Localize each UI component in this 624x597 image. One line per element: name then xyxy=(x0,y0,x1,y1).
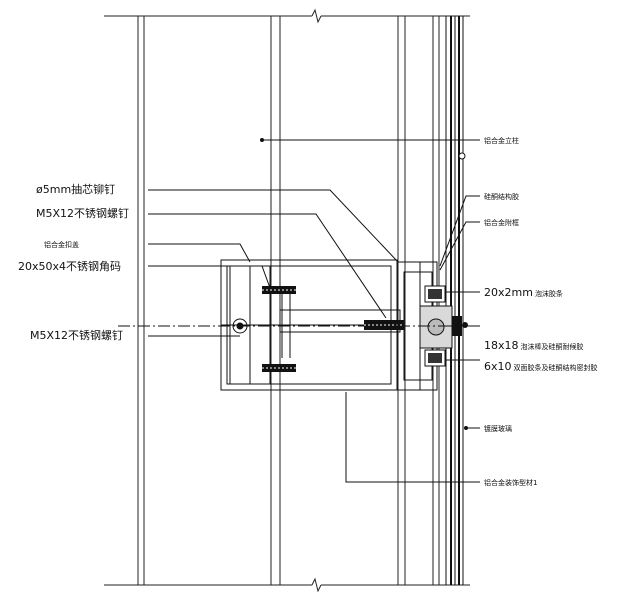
screw-upper xyxy=(262,286,296,294)
label-alu-cover: 铝合金扣盖 xyxy=(44,240,79,249)
label-alu-section: 铝合金装饰型材1 xyxy=(484,478,537,487)
label-glass: 镀膜玻璃 xyxy=(484,424,512,433)
screw-center xyxy=(364,320,404,330)
label-alu-pressure-plate: 铝合金附框 xyxy=(484,218,519,227)
screw-lower xyxy=(262,364,296,372)
label-aluminum-mullion: 铝合金立柱 xyxy=(484,136,519,145)
annotation-labels: 铝合金立柱 ø5mm抽芯铆钉 硅酮结构胶 M5X12不锈钢螺钉 铝合金附框 铝合… xyxy=(18,136,598,487)
label-bolt-5mm: ø5mm抽芯铆钉 xyxy=(36,182,115,196)
label-sealant-top: 硅酮结构胶 xyxy=(484,192,519,201)
label-bracket-20x50x4: 20x50x4不锈钢角码 xyxy=(18,260,121,273)
leader-lines xyxy=(148,138,480,483)
top-break-line xyxy=(104,8,470,24)
glass-panel xyxy=(445,16,466,585)
vertical-mullion-lines xyxy=(137,16,440,585)
label-screw-m5x12-mid: M5X12不锈钢螺钉 xyxy=(30,329,123,342)
label-screw-m5x12-top: M5X12不锈钢螺钉 xyxy=(36,207,129,220)
bottom-break-line xyxy=(104,577,470,593)
